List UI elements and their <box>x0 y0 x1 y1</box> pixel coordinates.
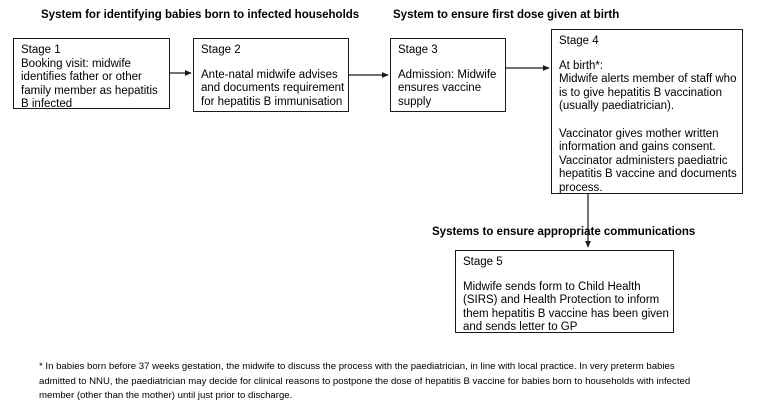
stage-box-5[interactable]: Stage 5 Midwife sends form to Child Heal… <box>455 250 674 333</box>
stage-4-body: At birth*: Midwife alerts member of staf… <box>559 59 737 194</box>
stage-3-title: Stage 3 <box>398 44 438 56</box>
stage-box-1[interactable]: Stage 1 Booking visit: midwife identifie… <box>13 38 170 109</box>
section-heading-first-dose: System to ensure first dose given at bir… <box>393 9 620 21</box>
stage-1-body: Booking visit: midwife identifies father… <box>21 57 158 109</box>
section-heading-communications: Systems to ensure appropriate communicat… <box>432 226 696 238</box>
stage-4-title: Stage 4 <box>559 35 599 47</box>
stage-5-content: Stage 5 Midwife sends form to Child Heal… <box>456 251 673 333</box>
section-heading-households: System for identifying babies born to in… <box>41 9 360 21</box>
stage-box-3[interactable]: Stage 3 Admission: Midwife ensures vacci… <box>390 38 506 112</box>
footnote-text: * In babies born before 37 weeks gestati… <box>39 361 691 402</box>
stage-2-body: Ante-natal midwife advises and documents… <box>201 68 345 108</box>
stage-3-content: Stage 3 Admission: Midwife ensures vacci… <box>391 39 505 109</box>
stage-5-spacer <box>463 270 673 281</box>
stage-box-2[interactable]: Stage 2 Ante-natal midwife advises and d… <box>193 38 349 112</box>
stage-4-spacer <box>559 49 742 60</box>
stage-2-spacer <box>201 58 348 69</box>
stage-4-content: Stage 4 At birth*: Midwife alerts member… <box>552 30 742 194</box>
stage-5-body: Midwife sends form to Child Health (SIRS… <box>463 280 669 333</box>
stage-2-title: Stage 2 <box>201 44 241 56</box>
stage-3-body: Admission: Midwife ensures vaccine suppl… <box>398 68 497 108</box>
stage-1-content: Stage 1 Booking visit: midwife identifie… <box>14 39 169 109</box>
stage-2-content: Stage 2 Ante-natal midwife advises and d… <box>194 39 348 109</box>
stage-box-4[interactable]: Stage 4 At birth*: Midwife alerts member… <box>551 29 743 194</box>
stage-1-title: Stage 1 <box>21 44 61 56</box>
stage-5-title: Stage 5 <box>463 256 503 268</box>
stage-3-spacer <box>398 58 505 69</box>
